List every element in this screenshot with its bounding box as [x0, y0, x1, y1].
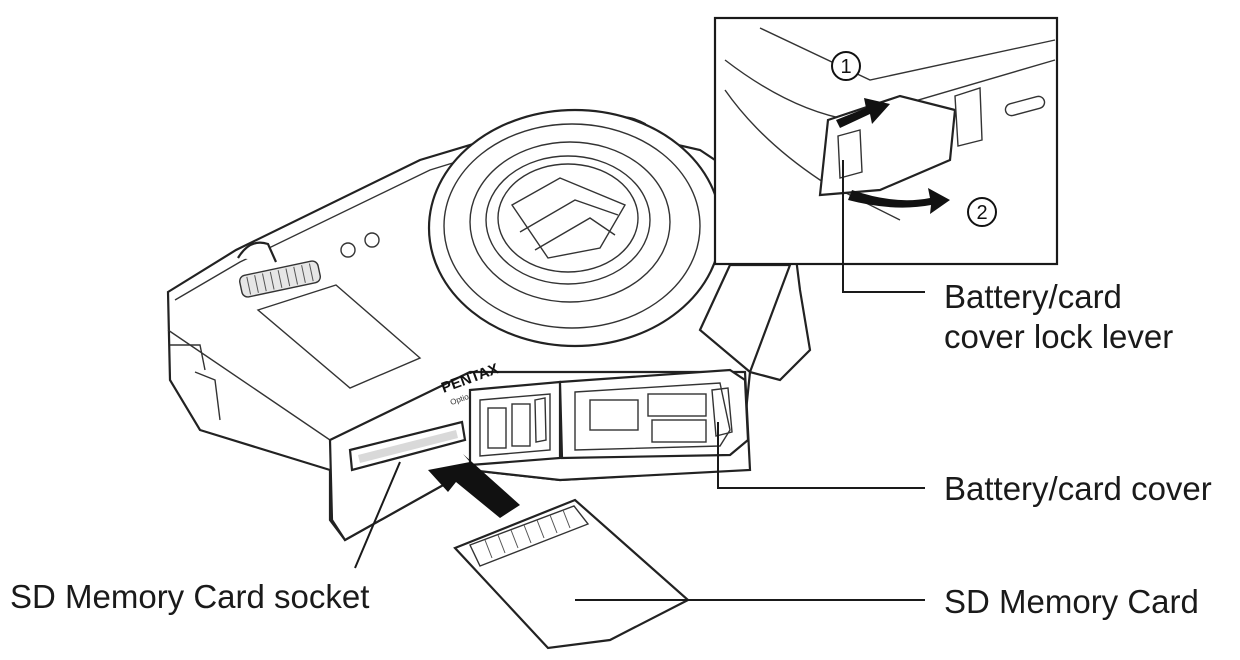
slide-arrow [836, 98, 890, 128]
swing-arrow [848, 188, 950, 214]
label-lock-lever-line1: Battery/card [944, 278, 1122, 315]
battery-card-cover [558, 368, 750, 460]
af-lamp [340, 242, 356, 258]
step-2-badge [967, 197, 997, 227]
sd-socket [348, 420, 467, 472]
inset-callout: 1 2 [698, 16, 1059, 374]
label-lock-lever-line2: cover lock lever [944, 318, 1174, 355]
step-2-number: 2 [976, 202, 987, 224]
lens [427, 108, 723, 348]
label-cover: Battery/card cover [944, 470, 1212, 507]
leader-cover [717, 422, 925, 489]
flash-window [256, 284, 422, 389]
step-1-number: 1 [840, 56, 851, 78]
label-card: SD Memory Card [944, 583, 1199, 620]
label-socket: SD Memory Card socket [10, 578, 370, 615]
sd-memory-card [453, 498, 690, 650]
step-1-badge [831, 51, 861, 81]
leader-lock-lever [842, 160, 925, 293]
battery-compartment [468, 380, 562, 467]
leader-socket [354, 461, 401, 569]
insert-arrow [428, 454, 520, 518]
